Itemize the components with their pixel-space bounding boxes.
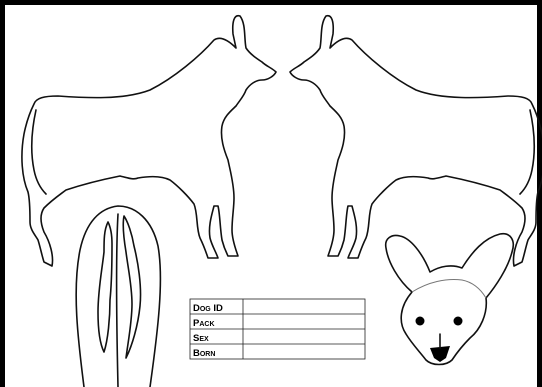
face-view-silhouette	[386, 234, 514, 365]
born-label: Born	[193, 348, 215, 359]
left-eye	[416, 317, 425, 326]
pack-label: Pack	[193, 318, 215, 329]
left-side-silhouette	[22, 16, 276, 266]
right-side-silhouette	[290, 16, 542, 266]
rear-view-silhouette	[76, 206, 160, 387]
dog-id-table: Dog ID Pack Sex Born	[190, 299, 365, 359]
dog-id-label: Dog ID	[193, 303, 223, 314]
right-eye	[454, 317, 463, 326]
sex-label: Sex	[193, 333, 209, 344]
